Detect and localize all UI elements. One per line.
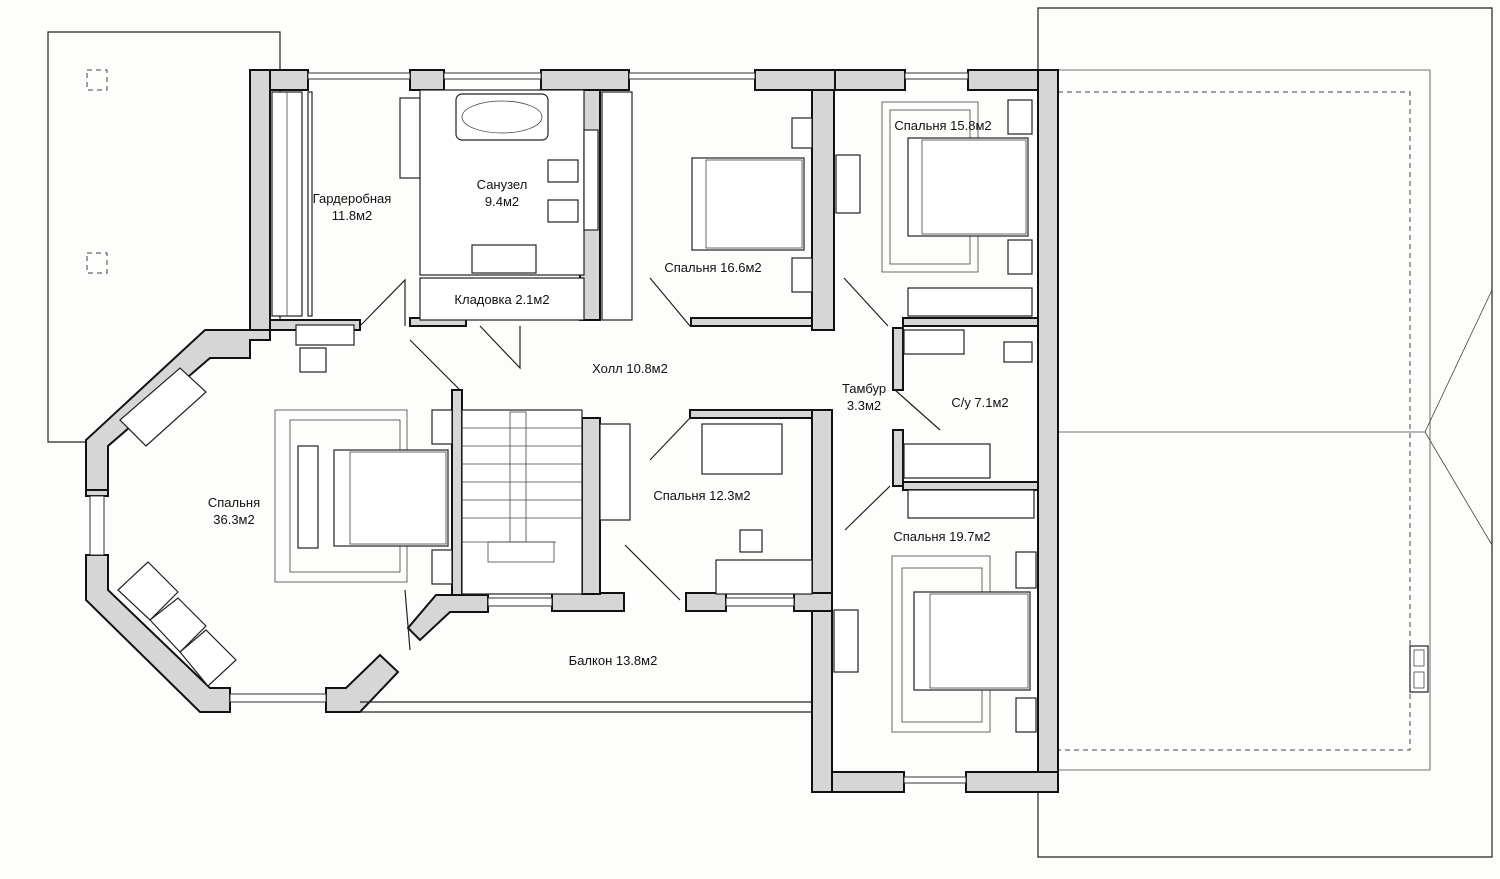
hall-label: Холл 10.8м2 [592,361,668,376]
bedroom-16-furniture [601,91,813,321]
storage-label: Кладовка 2.1м2 [454,292,549,307]
walls [85,69,1059,793]
wc-fixtures [903,329,1033,479]
balcony-label: Балкон 13.8м2 [569,653,658,668]
bedroom-19-furniture [833,489,1037,733]
bedroom-12-furniture [599,423,813,595]
bedroom-16-label: Спальня 16.6м2 [664,260,761,275]
bath-name: Санузел [477,177,528,192]
wc-label: С/у 7.1м2 [951,395,1008,410]
bath-area: 9.4м2 [485,194,519,209]
master-bedroom-area: 36.3м2 [213,512,254,527]
bedroom-12-label: Спальня 12.3м2 [653,488,750,503]
vestibule-area: 3.3м2 [847,398,881,413]
bedroom-15-label: Спальня 15.8м2 [894,118,991,133]
wardrobe-area: 11.8м2 [332,208,373,223]
doors [359,277,941,651]
room-labels: Гардеробная 11.8м2 Санузел 9.4м2 Кладовк… [208,118,1009,668]
roof-right [1037,7,1493,858]
bedroom-19-label: Спальня 19.7м2 [893,529,990,544]
vestibule-name: Тамбур [842,381,886,396]
bedroom-15-furniture [835,99,1033,317]
bathroom-fixtures [455,93,599,274]
master-bedroom-name: Спальня [208,495,260,510]
staircase [461,409,583,595]
master-bedroom-furniture [117,367,453,687]
wardrobe-name: Гардеробная [313,191,392,206]
windows [89,72,969,784]
